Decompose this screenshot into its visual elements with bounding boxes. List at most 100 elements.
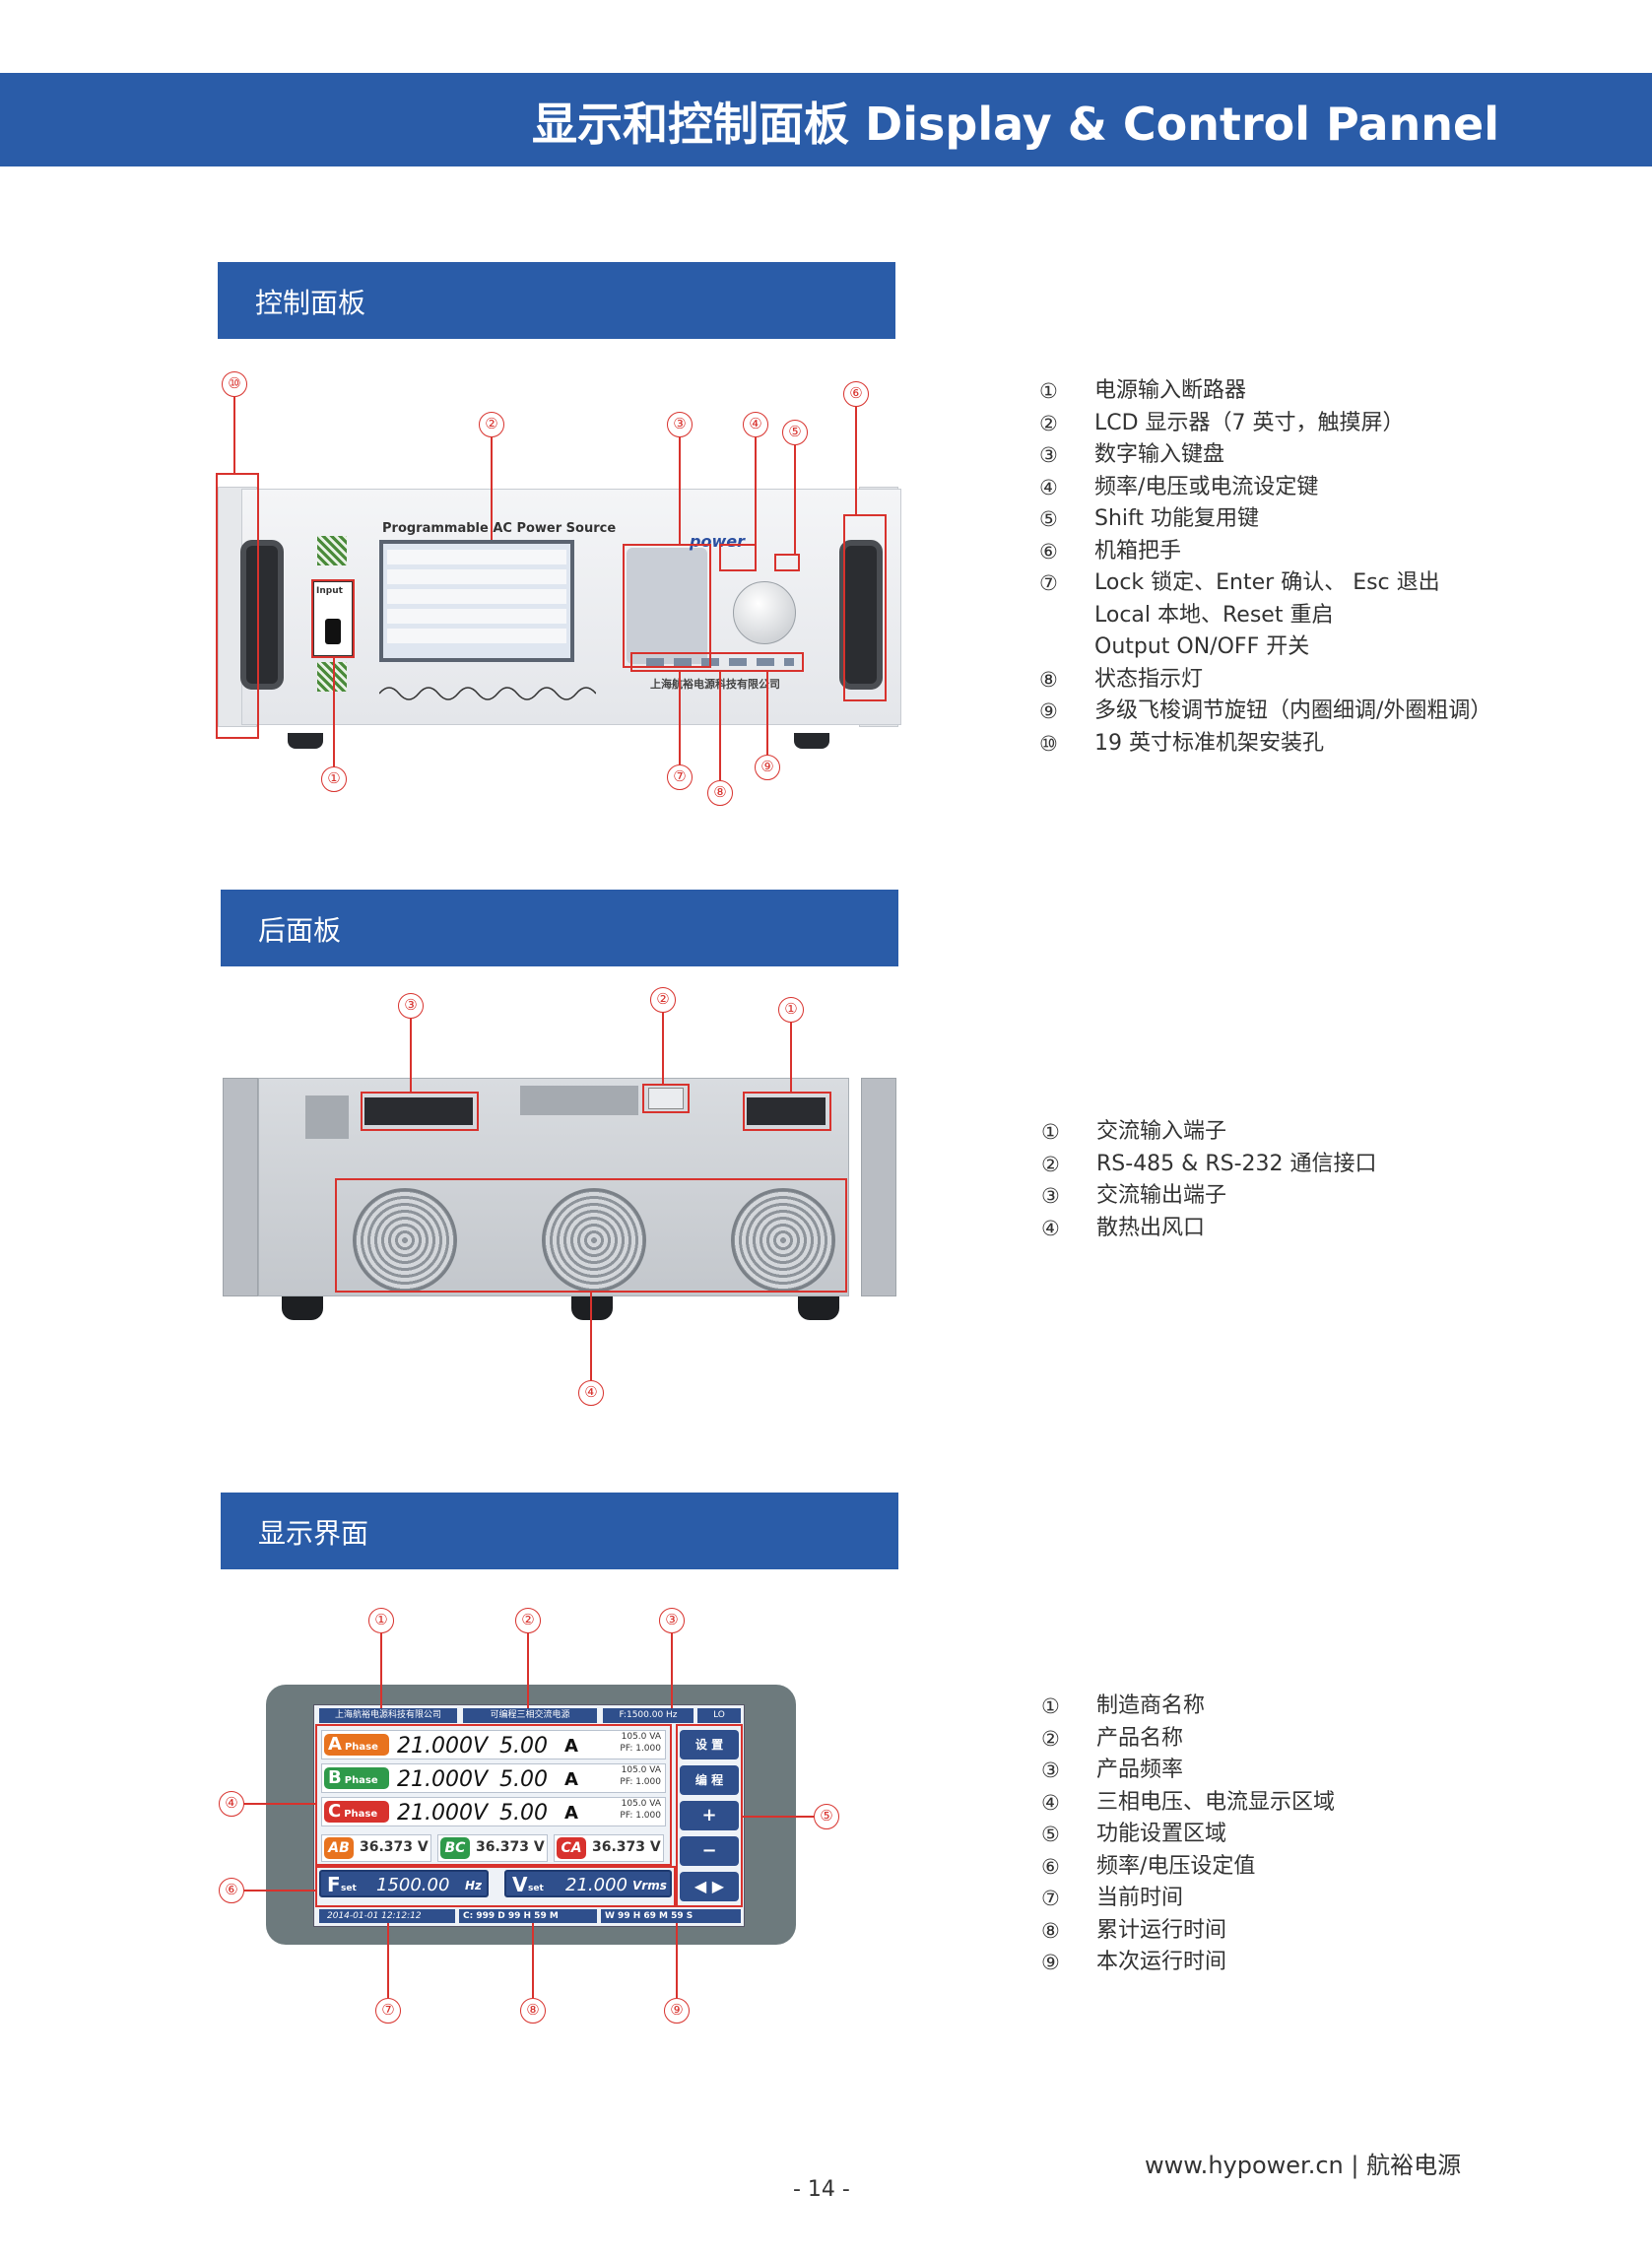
- rear-foot: [571, 1296, 613, 1320]
- section-header-rear: 后面板: [221, 890, 898, 966]
- list-item: Local 本地、Reset 重启: [1094, 602, 1334, 628]
- callout-number: ③: [667, 412, 693, 437]
- callout-box-comm: [642, 1084, 690, 1113]
- callout-number: ①: [368, 1608, 394, 1633]
- manufacturer-label: 上海航裕电源科技有限公司: [319, 1708, 457, 1723]
- callout-number: ⑧: [520, 1998, 546, 2024]
- qr-code-icon: [317, 662, 347, 692]
- callout-box-rack: [216, 473, 259, 739]
- callout-box-setkeys: [719, 544, 757, 571]
- callout-number: ①: [778, 997, 804, 1023]
- rear-foot: [798, 1296, 839, 1320]
- jog-knob-icon: [733, 581, 796, 644]
- plus-button[interactable]: +: [680, 1801, 739, 1830]
- minus-button[interactable]: −: [680, 1836, 739, 1866]
- callout-number: ①: [321, 766, 347, 792]
- line-voltage-ca: CA 36.373 V: [554, 1834, 664, 1862]
- session-runtime: W 99 H 69 M 59 S: [601, 1909, 741, 1923]
- status-leds: [646, 658, 794, 666]
- callout-box-keypad: [623, 544, 711, 668]
- rear-foot: [282, 1296, 323, 1320]
- callout-box-fans: [335, 1178, 847, 1293]
- panel-lcd-screen: [379, 540, 574, 662]
- callout-number: ⑥: [219, 1878, 244, 1903]
- callout-number: ④: [219, 1791, 244, 1817]
- current-time: 2014-01-01 12:12:12: [319, 1909, 455, 1923]
- callout-box-setpoints: [315, 1866, 676, 1907]
- section-header-control: 控制面板: [218, 262, 895, 339]
- ac-input-terminal: [747, 1097, 826, 1125]
- callout-number: ③: [659, 1608, 685, 1633]
- callout-number: ⑩: [222, 371, 247, 397]
- breaker-switch-icon: [325, 619, 341, 644]
- page-title: 显示和控制面板 Display & Control Pannel: [532, 98, 1499, 151]
- rear-ear-left: [223, 1078, 258, 1296]
- mode-label: LO: [697, 1708, 741, 1723]
- panel-company: 上海航裕电源科技有限公司: [650, 678, 780, 691]
- callout-number: ⑥: [843, 381, 869, 407]
- product-label: 可编程三相交流电源: [463, 1708, 597, 1723]
- page-number: - 14 -: [793, 2177, 850, 2202]
- arrow-buttons[interactable]: ◀ ▶: [680, 1872, 739, 1901]
- handle-right: [839, 540, 883, 690]
- callout-box-breaker: [311, 579, 355, 658]
- line-voltage-ab: AB 36.373 V: [321, 1834, 431, 1862]
- callout-number: ②: [650, 987, 676, 1013]
- voltage-setpoint[interactable]: V set 21.000 Vrms: [504, 1870, 672, 1897]
- foot-right: [794, 733, 829, 749]
- footer-url[interactable]: www.hypower.cn | 航裕电源: [1145, 2152, 1462, 2179]
- callout-box-leds: [630, 652, 804, 672]
- rear-ear-right: [861, 1078, 896, 1296]
- ac-output-terminal: [364, 1097, 473, 1125]
- handle-left: [240, 540, 284, 690]
- callout-box-output: [361, 1092, 479, 1131]
- callout-number: ⑨: [755, 755, 780, 780]
- callout-number: ⑦: [375, 1998, 401, 2024]
- numeric-keypad: [627, 548, 707, 664]
- callout-box-shift: [774, 554, 800, 571]
- foot-left: [288, 733, 323, 749]
- callout-number: ⑧: [707, 780, 733, 806]
- brand-logo: power: [690, 532, 745, 551]
- callout-number: ⑨: [664, 1998, 690, 2024]
- set-button[interactable]: 设 置: [680, 1730, 739, 1759]
- frequency-label: F:1500.00 Hz: [603, 1708, 694, 1723]
- panel-title: Programmable AC Power Source: [382, 521, 617, 536]
- line-voltage-bc: BC 36.373 V: [437, 1834, 548, 1862]
- callout-box-functions: [676, 1724, 743, 1907]
- fan-icon: [731, 1188, 835, 1293]
- title-banner: 显示和控制面板 Display & Control Pannel: [0, 73, 1652, 166]
- rear-label-plate: [520, 1086, 638, 1115]
- program-button[interactable]: 编 程: [680, 1765, 739, 1795]
- callout-number: ④: [743, 412, 768, 437]
- callout-box-handle: [843, 514, 887, 701]
- qr-code-icon: [317, 536, 347, 565]
- callout-number: ⑤: [782, 420, 808, 445]
- comm-port-icon: [648, 1088, 684, 1109]
- frequency-setpoint[interactable]: F set 1500.00 Hz: [319, 1870, 489, 1897]
- rear-plate: [305, 1095, 349, 1139]
